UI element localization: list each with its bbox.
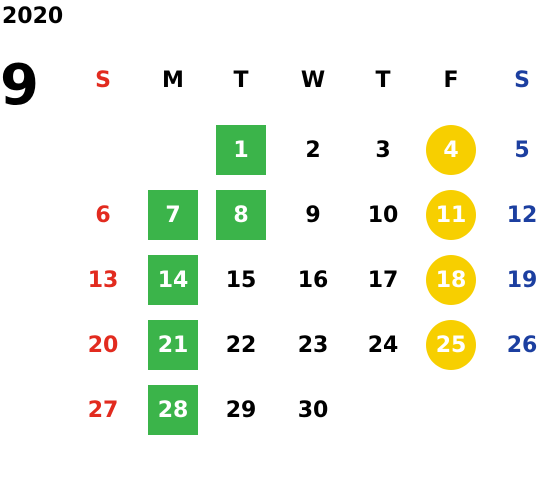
month-number: 9 — [0, 53, 39, 118]
calendar-day-30[interactable]: 30 — [297, 397, 329, 423]
calendar-day-26[interactable]: 26 — [506, 332, 538, 358]
calendar-day-5[interactable]: 5 — [514, 137, 530, 163]
calendar-day-19[interactable]: 19 — [506, 267, 538, 293]
calendar-day-24[interactable]: 24 — [367, 332, 399, 358]
weekday-label-sun: S — [95, 68, 111, 93]
calendar-day-8[interactable]: 8 — [216, 190, 266, 240]
calendar-day-20[interactable]: 20 — [87, 332, 119, 358]
calendar-day-15[interactable]: 15 — [225, 267, 257, 293]
calendar-day-23[interactable]: 23 — [297, 332, 329, 358]
calendar-day-10[interactable]: 10 — [367, 202, 399, 228]
calendar-day-1[interactable]: 1 — [216, 125, 266, 175]
weekday-label-tue: T — [233, 68, 249, 93]
calendar-day-25[interactable]: 25 — [426, 320, 476, 370]
calendar-day-27[interactable]: 27 — [87, 397, 119, 423]
calendar-day-28[interactable]: 28 — [148, 385, 198, 435]
calendar-day-14[interactable]: 14 — [148, 255, 198, 305]
calendar-day-9[interactable]: 9 — [305, 202, 321, 228]
weekday-label-thu: T — [375, 68, 391, 93]
calendar-day-4[interactable]: 4 — [426, 125, 476, 175]
weekday-label-mon: M — [162, 68, 184, 93]
calendar-day-22[interactable]: 22 — [225, 332, 257, 358]
calendar-day-17[interactable]: 17 — [367, 267, 399, 293]
weekday-label-sat: S — [514, 68, 530, 93]
weekday-label-wed: W — [300, 68, 326, 93]
calendar-day-29[interactable]: 29 — [225, 397, 257, 423]
calendar-day-16[interactable]: 16 — [297, 267, 329, 293]
calendar-day-6[interactable]: 6 — [95, 202, 111, 228]
calendar-day-3[interactable]: 3 — [375, 137, 391, 163]
calendar-day-2[interactable]: 2 — [305, 137, 321, 163]
calendar-day-21[interactable]: 21 — [148, 320, 198, 370]
calendar-day-12[interactable]: 12 — [506, 202, 538, 228]
calendar-day-13[interactable]: 13 — [87, 267, 119, 293]
calendar-day-18[interactable]: 18 — [426, 255, 476, 305]
calendar-day-7[interactable]: 7 — [148, 190, 198, 240]
weekday-label-fri: F — [443, 68, 459, 93]
year-label: 2020 — [2, 4, 64, 29]
calendar-day-11[interactable]: 11 — [426, 190, 476, 240]
